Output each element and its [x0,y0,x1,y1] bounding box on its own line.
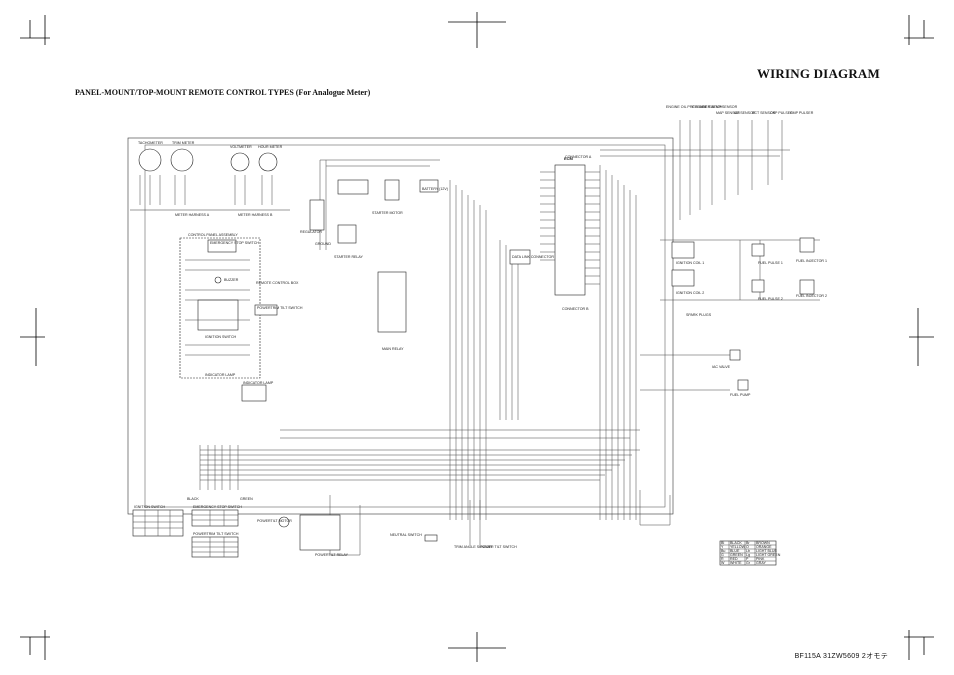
svg-text:IAC VALVE: IAC VALVE [712,365,731,369]
svg-text:POWERTRIM TILT SWITCH: POWERTRIM TILT SWITCH [257,306,303,310]
svg-text:SPARK PLUGS: SPARK PLUGS [686,313,712,317]
svg-text:STARTER MOTOR: STARTER MOTOR [372,211,403,215]
svg-text:Y: Y [721,545,724,549]
svg-text:GRAY: GRAY [756,561,767,565]
svg-text:MAIN RELAY: MAIN RELAY [382,347,404,351]
svg-text:TRIM ANGLE SENSOR: TRIM ANGLE SENSOR [454,545,492,549]
power-group: REGULATOR GROUND STARTER MOTOR BATTERY (… [300,179,448,351]
svg-text:BATTERY (12V): BATTERY (12V) [422,187,448,191]
svg-text:Br: Br [746,541,750,545]
svg-text:DATA LINK CONNECTOR: DATA LINK CONNECTOR [512,255,554,259]
svg-text:INDICATOR LAMP: INDICATOR LAMP [243,381,274,385]
svg-text:IGNITION COIL 2: IGNITION COIL 2 [676,291,704,295]
svg-text:EMERGENCY STOP SWITCH: EMERGENCY STOP SWITCH [210,241,259,245]
svg-text:FUEL PUMP: FUEL PUMP [730,393,751,397]
svg-text:WHITE: WHITE [730,561,742,565]
svg-text:ECT SENSOR: ECT SENSOR [752,111,776,115]
voltmeter-icon [230,152,250,172]
svg-text:REGULATOR: REGULATOR [300,230,322,234]
svg-text:GREEN: GREEN [240,497,253,501]
top-sensors: ENGINE OIL PRESSURE SWITCH CYLINDER TEMP… [666,105,814,115]
meters-group: TACHOMETER TRIM METER VOLTMETER HOUR MET… [130,141,290,217]
svg-text:P: P [746,557,749,561]
svg-text:STARTER RELAY: STARTER RELAY [334,255,364,259]
svg-text:MAP SENSOR: MAP SENSOR [716,111,740,115]
svg-text:TRIM METER: TRIM METER [172,141,195,145]
powertilt-motor-icon [278,516,290,528]
document-code: BF115A 31ZW5609 2オモテ [794,653,888,660]
svg-text:LIGHT BLUE: LIGHT BLUE [756,549,778,553]
svg-text:FUEL INJECTOR 1: FUEL INJECTOR 1 [796,259,827,263]
svg-text:METER HARNESS B: METER HARNESS B [238,213,273,217]
svg-text:R: R [721,557,724,561]
ignition-group: IGNITION COIL 1 IGNITION COIL 2 SPARK PL… [671,237,827,397]
svg-text:Gr: Gr [746,561,751,565]
svg-text:IGNITION COIL 1: IGNITION COIL 1 [676,261,704,265]
svg-text:RED: RED [730,557,738,561]
svg-text:NEUTRAL SWITCH: NEUTRAL SWITCH [390,533,422,537]
svg-text:BROWN: BROWN [756,541,770,545]
svg-text:EMERGENCY STOP SWITCH: EMERGENCY STOP SWITCH [193,505,242,509]
svg-text:BI: BI [721,541,724,545]
svg-text:LIGHT GREEN: LIGHT GREEN [756,553,781,557]
svg-text:IGNITION SWITCH: IGNITION SWITCH [205,335,237,339]
color-legend: BI BLACK Br BROWN Y YELLOW O ORANGE Bu B… [719,540,781,566]
switch-tables: IGNITION SWITCH EMERGENCY STOP SWITCH PO… [132,505,242,558]
crop-marks [20,12,934,662]
svg-text:BLACK: BLACK [187,497,199,501]
svg-text:REMOTE CONTROL BOX: REMOTE CONTROL BOX [256,281,299,285]
bottom-group: POWERTILT MOTOR POWERTILT RELAY NEUTRAL … [187,497,517,557]
svg-text:CKP PULSER: CKP PULSER [770,111,793,115]
svg-text:GROUND: GROUND [315,242,331,246]
svg-text:FUEL PULSE 1: FUEL PULSE 1 [758,261,783,265]
svg-text:BLUE: BLUE [730,549,740,553]
svg-text:O: O [746,545,749,549]
svg-text:ENGINE OIL PRESSURE SWITCH: ENGINE OIL PRESSURE SWITCH [666,105,723,109]
svg-text:CONTROL PANEL ASSEMBLY: CONTROL PANEL ASSEMBLY [188,233,238,237]
svg-text:YELLOW: YELLOW [730,545,746,549]
svg-text:TACHOMETER: TACHOMETER [138,141,163,145]
svg-text:BUZZER: BUZZER [224,278,239,282]
svg-text:CYLINDER TEMP SENSOR: CYLINDER TEMP SENSOR [692,105,738,109]
svg-text:POWERTILT RELAY: POWERTILT RELAY [315,553,349,557]
page-title: WIRING DIAGRAM [756,66,880,81]
svg-text:CONNECTOR A: CONNECTOR A [565,155,592,159]
svg-text:POWERTILT MOTOR: POWERTILT MOTOR [257,519,292,523]
svg-text:INDICATOR LAMP: INDICATOR LAMP [205,373,236,377]
ecm-group: ECM CONNECTOR A CONNECTOR B DATA LINK CO… [509,155,600,311]
svg-text:Lb: Lb [746,549,750,553]
svg-text:POWERTRIM TILT SWITCH: POWERTRIM TILT SWITCH [193,532,239,536]
svg-text:W: W [721,561,725,565]
svg-text:ECM: ECM [564,156,574,161]
svg-text:FUEL INJECTOR 2: FUEL INJECTOR 2 [796,294,827,298]
svg-text:ORANGE: ORANGE [756,545,772,549]
svg-text:GREEN: GREEN [730,553,743,557]
svg-text:CONNECTOR B: CONNECTOR B [562,307,589,311]
tachometer-icon [138,148,162,172]
buzzer-icon [214,276,222,284]
svg-text:CMP PULSER: CMP PULSER [790,111,814,115]
svg-text:Lg: Lg [746,553,750,557]
svg-text:HOUR METER: HOUR METER [258,145,283,149]
diagram-subtitle: PANEL-MOUNT/TOP-MOUNT REMOTE CONTROL TYP… [75,88,371,97]
svg-text:Bu: Bu [721,549,725,553]
svg-text:VOLTMETER: VOLTMETER [230,145,252,149]
svg-text:FUEL PULSE 2: FUEL PULSE 2 [758,297,783,301]
control-panel-group: CONTROL PANEL ASSEMBLY EMERGENCY STOP SW… [179,233,303,402]
svg-text:IAT SENSOR: IAT SENSOR [734,111,756,115]
svg-text:POWER TILT SWITCH: POWER TILT SWITCH [480,545,517,549]
hour-meter-icon [258,152,278,172]
svg-text:PINK: PINK [756,557,765,561]
trim-meter-icon [170,148,194,172]
svg-text:METER HARNESS A: METER HARNESS A [175,213,210,217]
svg-text:G: G [721,553,724,557]
svg-text:BLACK: BLACK [730,541,742,545]
svg-text:IGNITION SWITCH: IGNITION SWITCH [134,505,166,509]
